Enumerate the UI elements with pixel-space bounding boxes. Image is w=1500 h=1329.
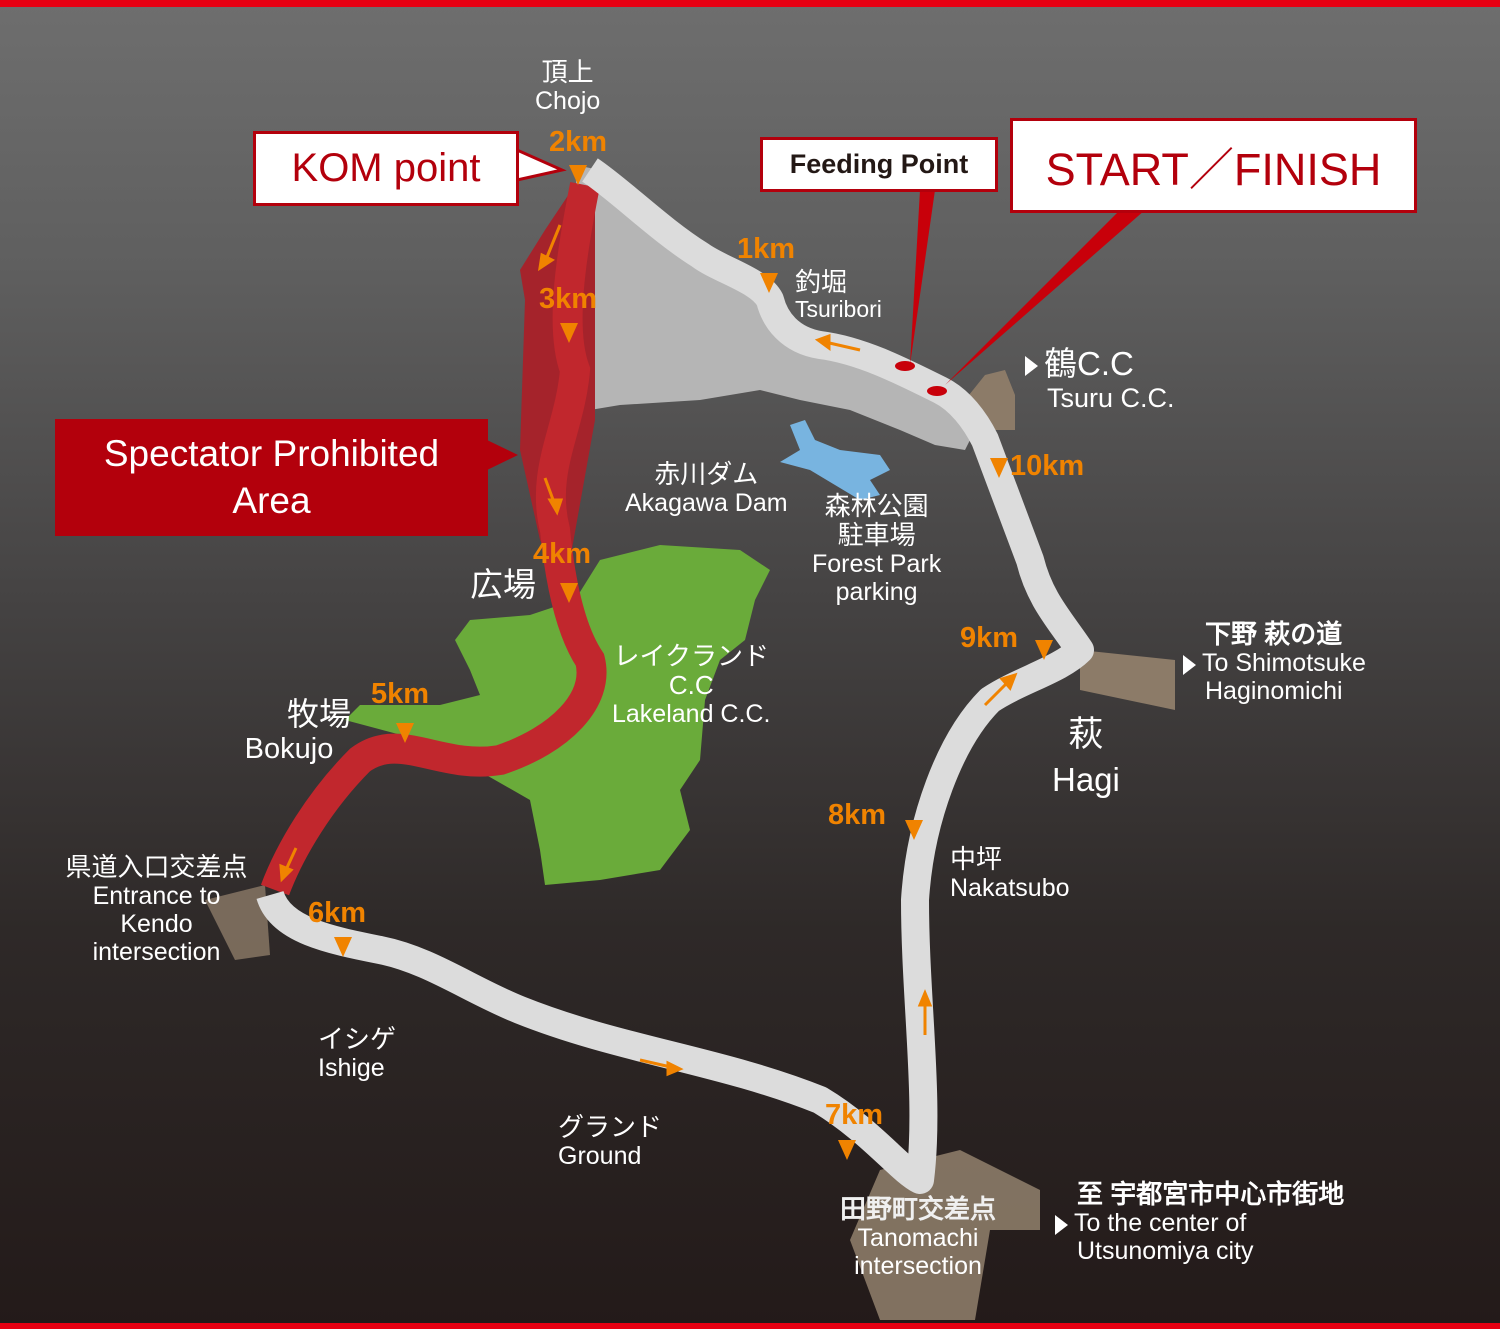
km-marker-6-triangle: [334, 932, 352, 965]
place-shimotsuke: 下野 萩の道 To Shimotsuke Haginomichi: [1183, 619, 1366, 705]
km-marker-7: 7km: [825, 1099, 884, 1131]
prohibited-road-red: [260, 182, 607, 896]
feeding-point-dot: [895, 361, 915, 371]
marker-triangle-icon: [560, 583, 578, 603]
prohibited-line1: Spectator Prohibited: [103, 432, 440, 474]
km-marker-10: 10km: [1010, 450, 1085, 482]
bottom-red-border: [0, 1323, 1500, 1329]
km-marker-1: 1km: [737, 233, 796, 265]
direction-triangle-icon: [1025, 356, 1038, 377]
feeding-label: Feeding Point: [789, 149, 969, 179]
akagawa-dam-water: [780, 420, 890, 500]
start-finish-label: START／FINISH: [1045, 144, 1382, 195]
km-marker-6: 6km: [308, 897, 367, 929]
km-marker-5-triangle: [396, 718, 414, 751]
marker-triangle-icon: [396, 723, 414, 743]
km-marker-4: 4km: [533, 538, 592, 570]
km-marker-5: 5km: [371, 678, 430, 710]
km-marker-8: 8km: [828, 799, 887, 831]
km-marker-9: 9km: [960, 622, 1019, 654]
shimotsuke-side-road: [1080, 650, 1175, 710]
km-marker-8-triangle: [905, 815, 923, 848]
km-marker-7-triangle: [838, 1135, 856, 1168]
km-marker-2-triangle: [569, 160, 587, 193]
km-marker-2: 2km: [549, 126, 608, 158]
prohibited-pointer: [487, 440, 518, 470]
marker-triangle-icon: [1035, 640, 1053, 660]
start-finish-pointer: [945, 210, 1145, 385]
place-utsunomiya: 至 宇都宮市中心市街地 To the center of Utsunomiya …: [1055, 1179, 1344, 1265]
place-hiroba: 広場: [470, 566, 536, 603]
kom-point-callout: KOM point: [253, 131, 519, 206]
prohibited-line2: Area: [232, 479, 311, 521]
kendo-side-road: [205, 885, 270, 960]
direction-arrows: [279, 224, 1018, 1077]
km-marker-4-triangle: [560, 578, 578, 611]
marker-triangle-icon: [905, 820, 923, 840]
km-marker-3: 3km: [539, 283, 598, 315]
kom-label: KOM point: [291, 146, 481, 190]
km-marker-10-triangle: [990, 453, 1008, 486]
km-marker-3-triangle: [560, 318, 578, 351]
place-tsuru-cc: 鶴C.C Tsuru C.C.: [1025, 345, 1175, 413]
feeding-point-callout: Feeding Point: [760, 137, 998, 192]
marker-triangle-icon: [990, 458, 1008, 478]
top-red-border: [0, 0, 1500, 7]
direction-triangle-icon: [1055, 1214, 1068, 1235]
km-marker-9-triangle: [1035, 635, 1053, 668]
tanomachi-intersection: [850, 1150, 1040, 1320]
marker-triangle-icon: [569, 165, 587, 185]
marker-triangle-icon: [560, 323, 578, 343]
marker-triangle-icon: [838, 1140, 856, 1160]
km-marker-1-triangle: [760, 268, 778, 301]
start-finish-callout: START／FINISH: [1010, 118, 1417, 213]
marker-triangle-icon: [760, 273, 778, 293]
feeding-pointer: [910, 190, 935, 365]
start-finish-dot: [927, 386, 947, 396]
direction-triangle-icon: [1183, 654, 1196, 675]
marker-triangle-icon: [334, 937, 352, 957]
